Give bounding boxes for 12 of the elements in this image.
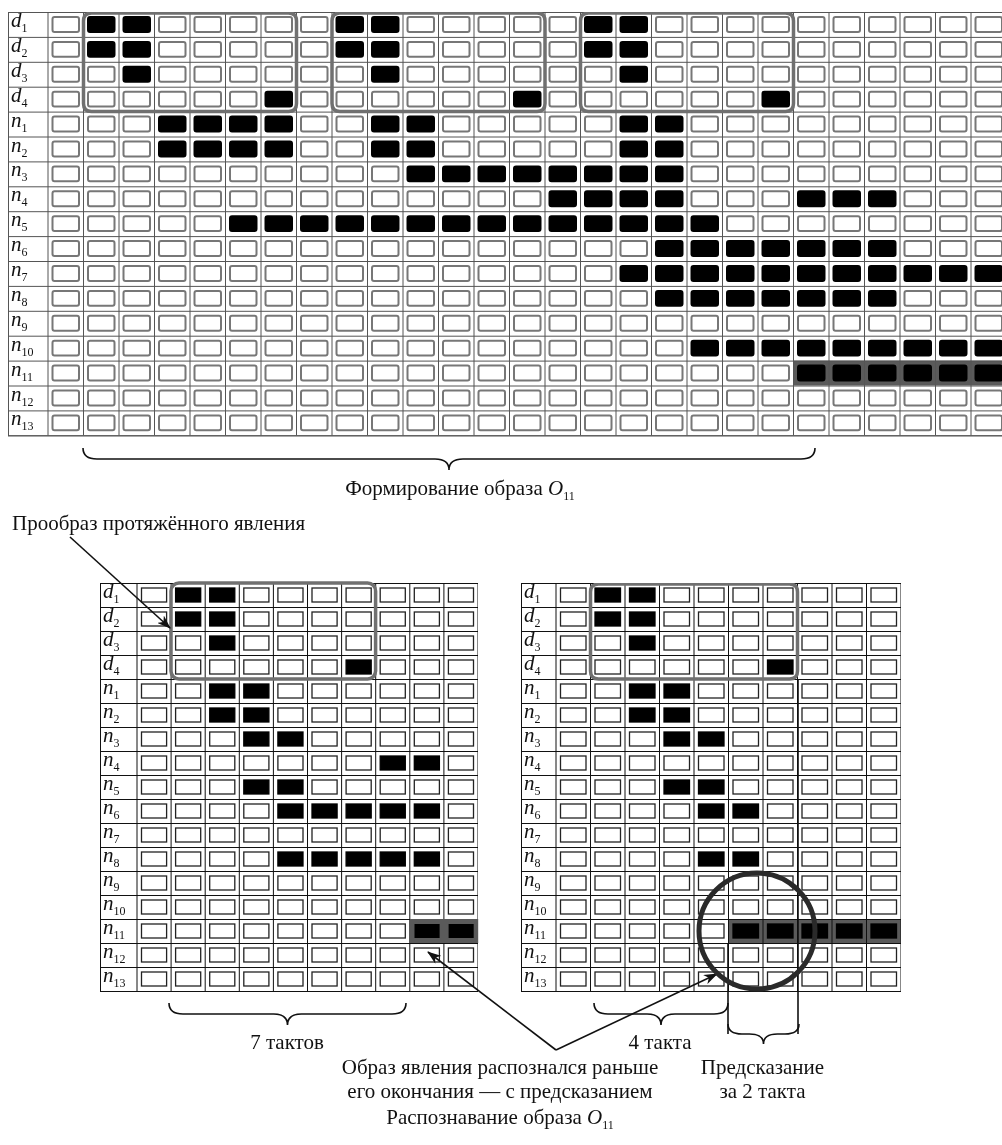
leader-arrow bbox=[427, 951, 557, 1051]
annotation: Предсказание за 2 такта bbox=[699, 1055, 826, 1103]
annotation: Образ явления распознался раньше его окончания — с предсказанием bbox=[330, 1055, 670, 1103]
duration-label: 4 такта bbox=[627, 1030, 693, 1054]
leader-arrow bbox=[69, 536, 171, 629]
duration-label: 7 тактов bbox=[249, 1030, 325, 1054]
highlight-circle bbox=[695, 869, 819, 993]
pattern-frame bbox=[167, 579, 380, 683]
caption: Формирование образа O$_{11}$ bbox=[344, 476, 576, 506]
annotation: Прообраз протяжённого явления bbox=[12, 511, 306, 535]
leader-arrow bbox=[555, 973, 718, 1051]
caption: Распознавание образа O$_{11}$ bbox=[385, 1105, 615, 1135]
